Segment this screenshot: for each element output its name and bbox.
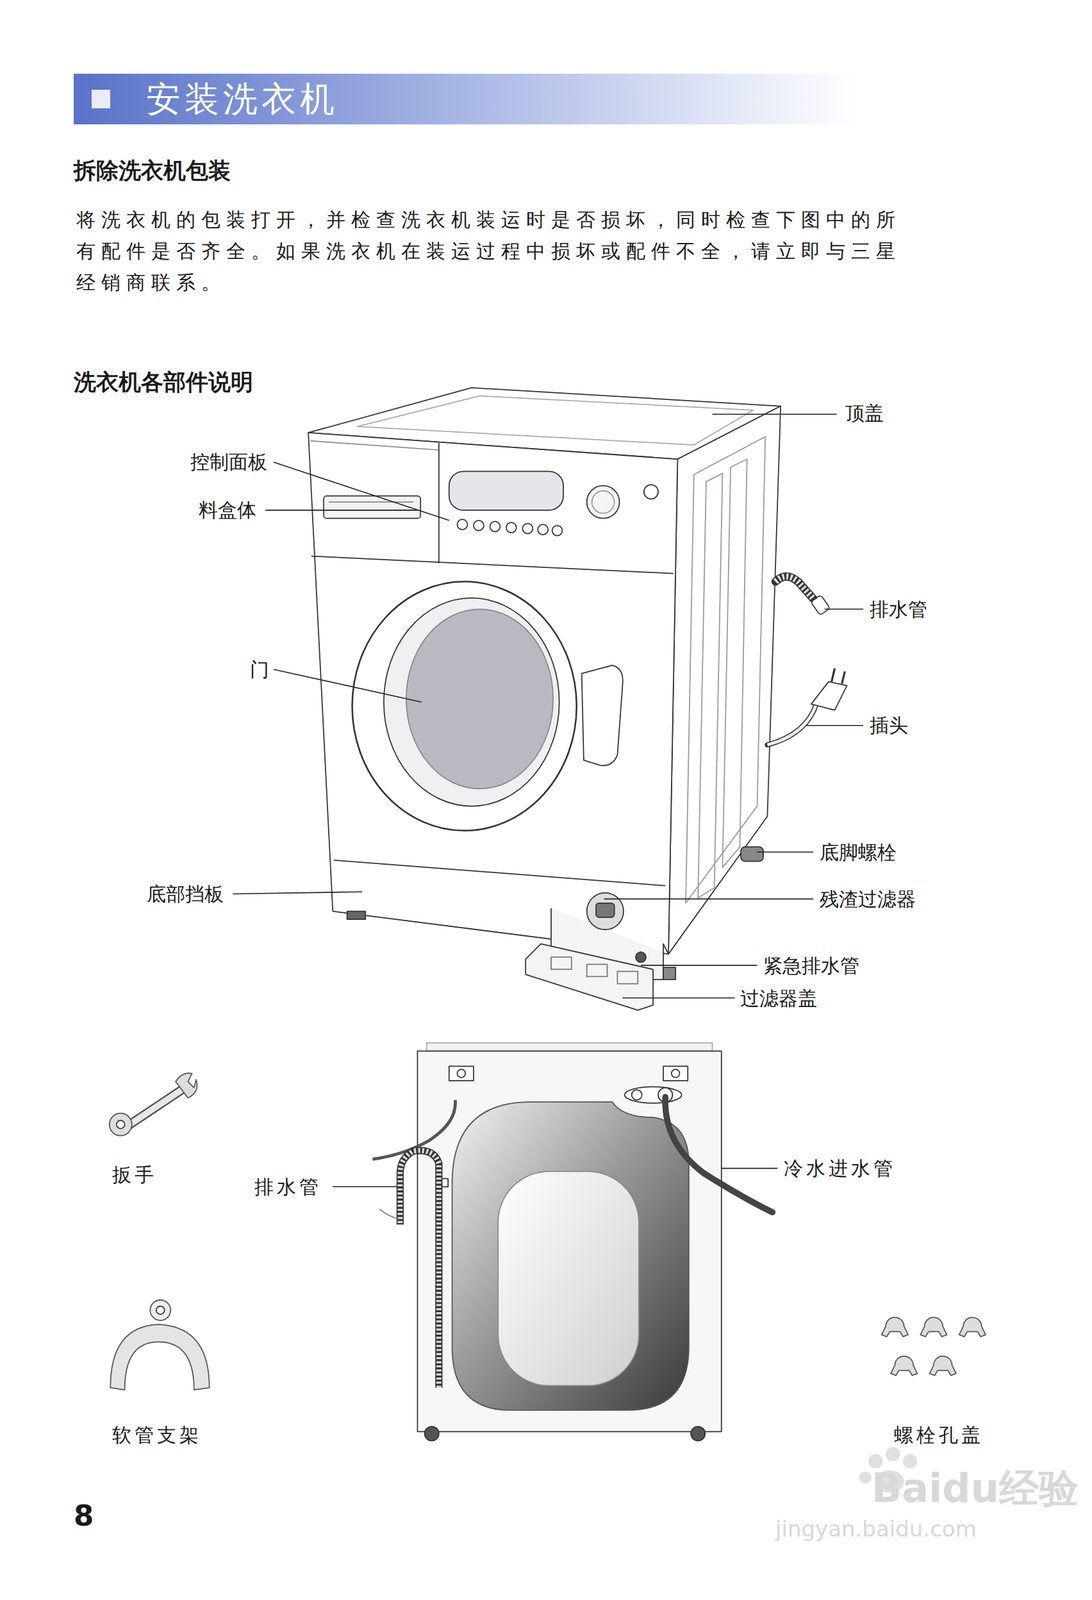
watermark: Baidu经验	[871, 1464, 1079, 1512]
section-heading: 拆除洗衣机包装	[73, 157, 231, 184]
page-number: 8	[73, 1498, 94, 1533]
part-label: 门	[249, 658, 270, 682]
part-label: 排水管	[254, 1175, 322, 1199]
header-square	[91, 89, 111, 109]
part-label: 排水管	[869, 597, 928, 621]
part-label: 冷水进水管	[783, 1156, 896, 1180]
part-label: 紧急排水管	[763, 954, 860, 978]
accessory-label: 螺栓孔盖	[893, 1423, 984, 1447]
accessory-label: 软管支架	[112, 1423, 202, 1447]
part-label: 过滤器盖	[740, 986, 818, 1010]
part-label: 料盒体	[198, 498, 257, 522]
part-label: 残渣过滤器	[819, 887, 916, 911]
part-label: 插头	[869, 713, 909, 737]
part-label: 底部挡板	[146, 882, 224, 906]
part-label: 控制面板	[190, 450, 268, 474]
accessory-label: 扳手	[112, 1163, 158, 1187]
watermark: jingyan.baidu.com	[775, 1515, 977, 1542]
body-paragraph: 将洗衣机的包装打开，并检查洗衣机装运时是否损坏，同时检查下图中的所有配件是否齐全…	[76, 203, 910, 298]
part-label: 底脚螺栓	[819, 840, 897, 864]
page-heading: 安装洗衣机	[146, 76, 339, 122]
part-label: 顶盖	[845, 401, 884, 425]
section-heading: 洗衣机各部件说明	[73, 368, 254, 396]
